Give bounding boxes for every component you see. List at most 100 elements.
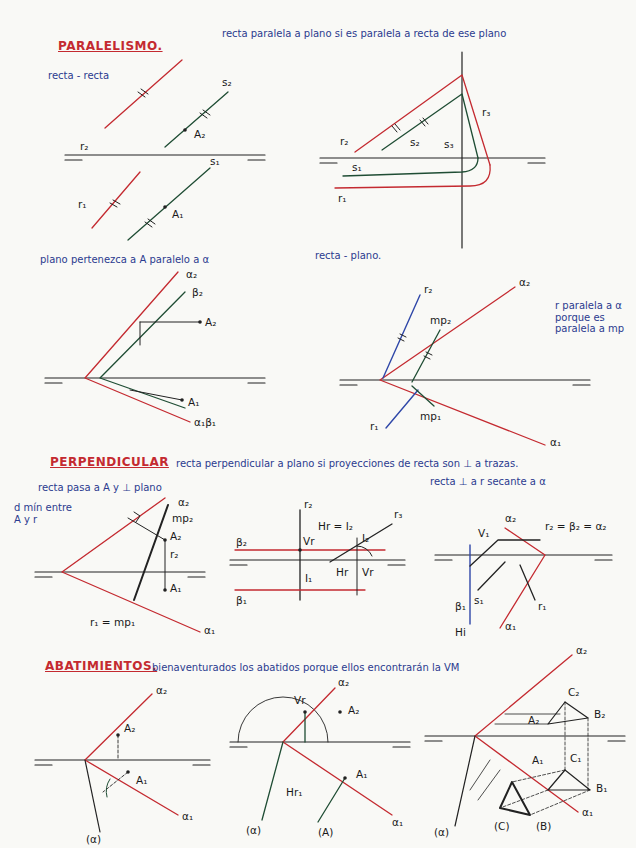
projection-label: (α) bbox=[246, 824, 261, 836]
line-r bbox=[92, 172, 140, 228]
plane-alpha bbox=[85, 272, 190, 422]
projection-label: β₂ bbox=[236, 536, 247, 548]
projection-label: A₂ bbox=[170, 530, 181, 542]
projection-label: (C) bbox=[494, 820, 510, 832]
projection-label: Hi bbox=[455, 626, 466, 638]
projection-label: r₃ bbox=[482, 106, 491, 118]
projection-label: r₁ bbox=[538, 600, 547, 612]
projection-label: B₂ bbox=[594, 708, 605, 720]
reference-line bbox=[103, 735, 128, 792]
handwritten-note: recta pasa a A y ⊥ plano bbox=[38, 482, 162, 494]
section-heading: PERPENDICULAR bbox=[50, 456, 169, 470]
rotation-circle bbox=[238, 697, 328, 742]
projection-label: Hr = I₂ bbox=[318, 520, 353, 532]
projection-label: α₁β₁ bbox=[194, 416, 216, 428]
plane-alpha bbox=[85, 694, 178, 815]
handwritten-note: plano pertenezca a A paralelo a α bbox=[40, 254, 209, 266]
line-r bbox=[355, 75, 490, 165]
projection-label: s₁ bbox=[474, 594, 484, 606]
projection-label: α₂ bbox=[505, 512, 516, 524]
projection-label: α₁ bbox=[582, 806, 593, 818]
projection-label: β₁ bbox=[455, 600, 466, 612]
plane-beta bbox=[469, 545, 470, 624]
handwritten-note: recta ⊥ a r secante a α bbox=[430, 476, 546, 488]
parallel-ticks bbox=[392, 118, 428, 132]
line-s bbox=[128, 168, 210, 240]
projection-label: α₁ bbox=[182, 810, 193, 822]
parallel-ticks bbox=[398, 334, 432, 359]
ground-line bbox=[65, 155, 265, 160]
projection-label: A₁ bbox=[188, 396, 199, 408]
projection-label: α₂ bbox=[519, 276, 530, 288]
projection-label: (B) bbox=[536, 820, 551, 832]
plane-beta bbox=[100, 292, 185, 408]
rotation-arc bbox=[357, 546, 372, 556]
hinge-line bbox=[262, 712, 345, 822]
projection-label: A₁ bbox=[170, 582, 181, 594]
projection-label: A₁ bbox=[136, 774, 147, 786]
point-a bbox=[180, 398, 184, 402]
projection-label: r₁ bbox=[370, 420, 379, 432]
ground-line bbox=[435, 555, 612, 560]
projection-label: (α) bbox=[86, 833, 101, 845]
point-a bbox=[183, 128, 187, 132]
section-heading: PARALELISMO. bbox=[58, 40, 163, 54]
projection-label: (α) bbox=[434, 826, 449, 838]
projection-label: A₁ bbox=[532, 754, 543, 766]
point-v bbox=[303, 710, 307, 714]
line-s bbox=[343, 158, 478, 176]
line-mp bbox=[412, 330, 440, 406]
point-a bbox=[198, 320, 202, 324]
point-a bbox=[163, 588, 167, 592]
projection-label: α₁ bbox=[550, 436, 561, 448]
handwritten-note: recta - recta bbox=[48, 70, 109, 82]
ground-line bbox=[230, 742, 410, 747]
hinge-line bbox=[455, 736, 475, 826]
projection-label: s₁ bbox=[352, 161, 362, 173]
line-r bbox=[470, 540, 540, 600]
projection-label: α₁ bbox=[505, 620, 516, 632]
projection-label: r₂ bbox=[304, 498, 313, 510]
projection-label: r₁ bbox=[338, 192, 347, 204]
projection-label: I₁ bbox=[305, 572, 312, 584]
handwritten-note: recta - plano. bbox=[315, 250, 381, 262]
projection-label: A₁ bbox=[172, 208, 183, 220]
handwritten-note: recta perpendicular a plano si proyeccio… bbox=[176, 458, 518, 470]
hinge-line bbox=[85, 760, 100, 832]
projection-label: α₂ bbox=[186, 268, 197, 280]
triangle bbox=[548, 770, 590, 790]
line-mp bbox=[134, 505, 168, 600]
line-r bbox=[105, 60, 182, 128]
projection-label: r₂ bbox=[424, 283, 433, 295]
projection-label: A₂ bbox=[124, 722, 135, 734]
triangle-true-size bbox=[500, 782, 530, 815]
handwritten-note: r paralela a α porque es paralela a mp bbox=[555, 300, 627, 335]
projection-label: mp₁ bbox=[420, 410, 441, 422]
projection-label: r₂ = β₂ = α₂ bbox=[545, 520, 607, 532]
plane-alpha bbox=[62, 498, 200, 632]
projection-label: Hr₁ bbox=[286, 786, 302, 798]
projection-label: A₂ bbox=[194, 128, 205, 140]
projection-label: r₁ = mp₁ bbox=[90, 616, 135, 628]
projection-label: α₂ bbox=[156, 684, 167, 696]
line-r bbox=[383, 295, 420, 428]
plane-beta bbox=[235, 550, 385, 590]
projection-label: mp₂ bbox=[172, 512, 193, 524]
point-a bbox=[338, 710, 342, 714]
parallel-ticks bbox=[110, 89, 210, 227]
projection-label: V₁ bbox=[478, 527, 489, 539]
projection-label: (A) bbox=[318, 826, 333, 838]
handwritten-note: d mín entre A y r bbox=[14, 502, 76, 525]
projection-label: A₁ bbox=[356, 768, 367, 780]
projection-label: I₂ bbox=[362, 532, 369, 544]
profile-line bbox=[357, 538, 358, 595]
projection-label: B₁ bbox=[596, 782, 607, 794]
right-angle-mark bbox=[134, 512, 140, 522]
ground-line bbox=[425, 736, 625, 741]
perpendicular-line bbox=[128, 518, 165, 590]
reference-line bbox=[500, 702, 590, 815]
line-s bbox=[382, 94, 478, 158]
reference-line bbox=[470, 714, 560, 800]
